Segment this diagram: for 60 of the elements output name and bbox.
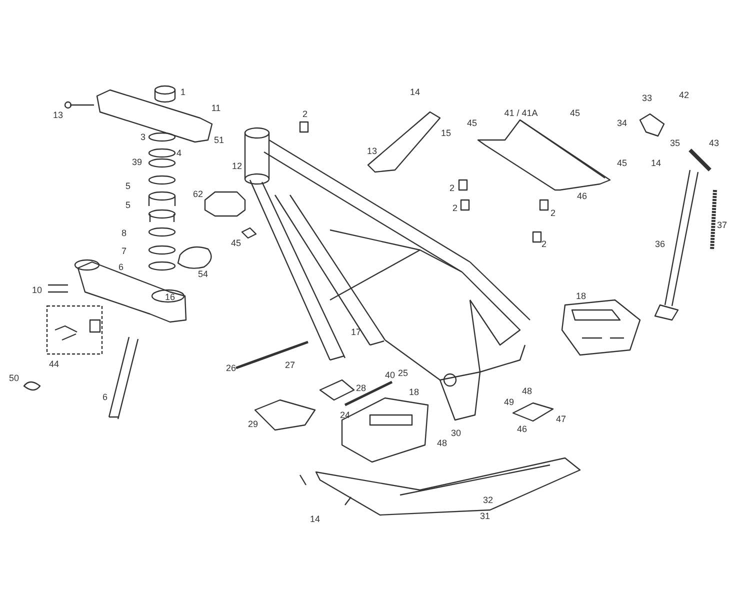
callout-number: 41 / 41A — [504, 108, 538, 118]
callout-number: 16 — [165, 292, 175, 302]
callout-number: 12 — [232, 161, 242, 171]
callout-number: 26 — [226, 363, 236, 373]
callout-number: 3 — [140, 132, 146, 142]
callout-number: 2 — [542, 239, 546, 249]
callout-number: 18 — [409, 387, 419, 397]
callout-number: 2 — [450, 183, 454, 193]
callout-number: 50 — [9, 373, 19, 383]
callout-number: 29 — [248, 419, 258, 429]
callout-number: 47 — [556, 414, 566, 424]
callout-number: 2 — [452, 203, 458, 213]
callout-number: 45 — [231, 238, 241, 248]
callout-number: 43 — [709, 138, 719, 148]
callout-number: 5 — [126, 181, 130, 191]
callout-number: 35 — [670, 138, 680, 148]
callout-number: 37 — [717, 220, 727, 230]
callout-number: 24 — [340, 410, 350, 420]
callout-number: 45 — [617, 158, 627, 168]
callout-number: 4 — [176, 148, 182, 158]
callout-number: 36 — [655, 239, 665, 249]
callout-number: 10 — [32, 285, 42, 295]
callout-number: 48 — [522, 386, 532, 396]
callout-number: 27 — [285, 360, 295, 370]
callout-number: 42 — [679, 90, 689, 100]
callout-number: 13 — [53, 110, 63, 120]
callout-number: 51 — [214, 135, 224, 145]
callout-number: 33 — [642, 93, 652, 103]
callout-number: 46 — [577, 191, 587, 201]
callout-number: 34 — [617, 118, 627, 128]
callout-number: 30 — [451, 428, 461, 438]
callout-number: 32 — [483, 495, 493, 505]
callout-number: 48 — [437, 438, 447, 448]
callout-number: 13 — [367, 146, 377, 156]
callout-number: 14 — [410, 87, 420, 97]
callout-number: 39 — [132, 157, 142, 167]
callout-number: 5 — [126, 200, 130, 210]
callout-number: 54 — [198, 269, 208, 279]
callout-number: 44 — [49, 359, 59, 369]
callout-number: 1 — [180, 87, 186, 97]
callout-number: 15 — [441, 128, 451, 138]
callout-number: 6 — [118, 262, 124, 272]
callout-number: 2 — [550, 208, 556, 218]
callout-number: 7 — [122, 246, 126, 256]
callout-number: 28 — [356, 383, 366, 393]
callout-number: 18 — [576, 291, 586, 301]
callout-number: 11 — [211, 103, 221, 113]
callout-number: 8 — [122, 228, 126, 238]
callout-number: 49 — [504, 397, 514, 407]
callout-number: 6 — [102, 392, 108, 402]
callout-number: 2 — [302, 109, 308, 119]
callout-number: 14 — [651, 158, 661, 168]
callout-number: 46 — [517, 424, 527, 434]
callout-number: 40 — [385, 370, 395, 380]
callout-number: 45 — [467, 118, 477, 128]
callout-number: 25 — [398, 368, 408, 378]
callout-number: 62 — [193, 189, 203, 199]
callout-number: 14 — [310, 514, 320, 524]
callout-number: 45 — [570, 108, 580, 118]
callout-number: 31 — [480, 511, 490, 521]
